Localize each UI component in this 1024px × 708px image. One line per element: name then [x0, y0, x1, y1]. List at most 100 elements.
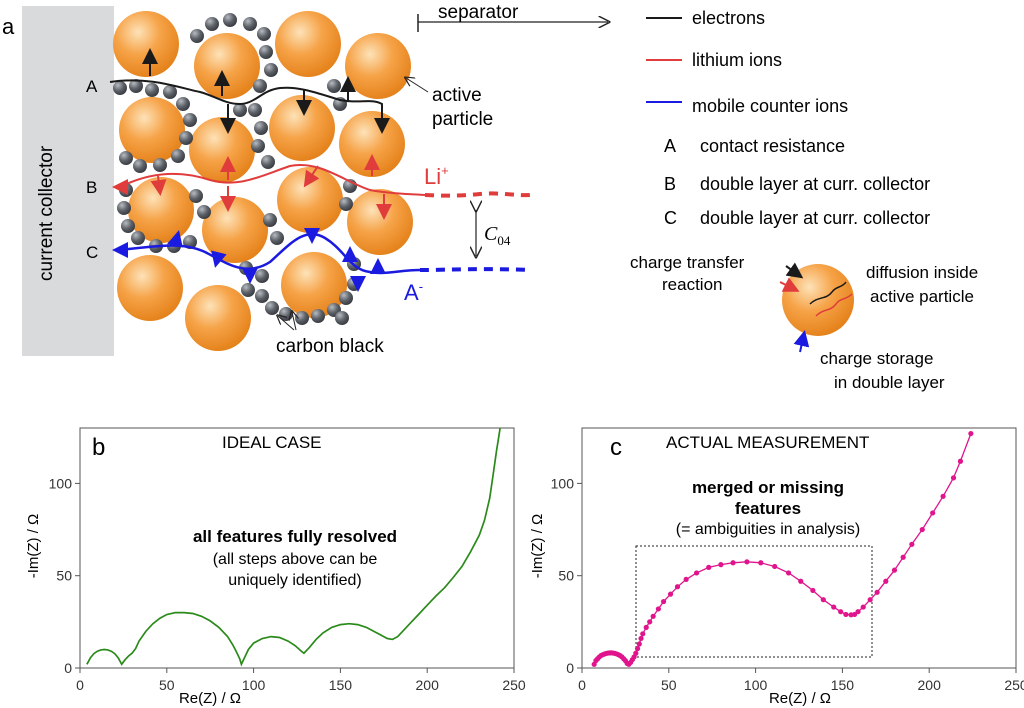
- carbon-black-label: carbon black: [276, 336, 384, 357]
- legend-double-layer-C: double layer at curr. collector: [700, 208, 930, 228]
- electron-path: [109, 48, 390, 134]
- data-point: [891, 567, 898, 573]
- x-tick-label: 200: [416, 677, 440, 693]
- y-tick-label: 50: [558, 568, 574, 584]
- annotation-bold: all features fully resolved: [193, 527, 397, 546]
- data-point: [930, 510, 936, 516]
- data-point: [860, 604, 866, 610]
- data-point: [730, 560, 736, 566]
- data-point: [843, 611, 849, 618]
- x-tick-label: 250: [502, 677, 526, 693]
- series-points: [591, 430, 974, 667]
- data-point: [636, 641, 642, 647]
- active-particle: [347, 189, 413, 255]
- y-tick-label: 50: [56, 568, 72, 584]
- diffusion-label-2: active particle: [870, 287, 974, 306]
- chart-actual-measurement: c ACTUAL MEASUREMENT merged or missing f…: [529, 427, 1024, 707]
- annotation-line-2: (all steps above can be: [213, 551, 378, 568]
- data-point: [660, 598, 667, 605]
- active-particle: [277, 167, 343, 233]
- chart-title: IDEAL CASE: [222, 433, 322, 452]
- charge-transfer-electron-arrow: [785, 262, 804, 279]
- inset-ion-diffusion: [815, 293, 853, 317]
- annotation-bold-2: features: [735, 499, 801, 518]
- x-tick-label: 50: [661, 677, 677, 693]
- panel-letter-b: b: [92, 434, 105, 461]
- data-point: [683, 576, 689, 582]
- counter-ion-path: [112, 228, 531, 292]
- inset-electron-diffusion: [809, 281, 847, 305]
- chart-ideal-case: b IDEAL CASE all features fully resolved…: [25, 427, 526, 707]
- data-point: [744, 559, 750, 565]
- data-point: [706, 564, 712, 570]
- anion-label: A-: [404, 279, 423, 305]
- data-point: [838, 609, 844, 615]
- data-point: [874, 589, 880, 595]
- series-line: [86, 427, 501, 667]
- label-A: A: [86, 77, 98, 96]
- data-point: [909, 541, 915, 547]
- active-particle: [269, 95, 335, 161]
- data-point: [633, 650, 639, 656]
- plot-frame: [79, 427, 515, 669]
- y-axis-label: -Im(Z) / Ω: [25, 514, 42, 579]
- charge-transfer-ion-arrow: [779, 277, 800, 292]
- data-point: [674, 584, 681, 590]
- label-C: C: [86, 243, 98, 262]
- y-tick-label: 0: [566, 660, 574, 676]
- active-particle: [185, 285, 251, 351]
- data-point: [968, 430, 974, 437]
- x-tick-label: 150: [831, 677, 855, 693]
- data-point: [798, 578, 804, 584]
- active-particle: [119, 97, 185, 163]
- y-axis-label: -Im(Z) / Ω: [529, 514, 546, 579]
- current-collector: [22, 6, 114, 356]
- data-point: [667, 591, 674, 597]
- active-particle-label-2: particle: [432, 109, 493, 130]
- x-tick-label: 200: [918, 677, 942, 693]
- legend-contact-resistance: contact resistance: [700, 136, 845, 156]
- data-point: [831, 604, 837, 610]
- legend-letter-A: A: [664, 136, 676, 156]
- inset-particle-diagram: charge transfer reaction diffusion insid…: [630, 253, 978, 392]
- data-point: [900, 554, 906, 560]
- y-tick-label: 0: [64, 660, 72, 676]
- x-tick-label: 150: [329, 677, 353, 693]
- legend-electrons: electrons: [692, 8, 765, 28]
- y-tick-label: 100: [551, 475, 575, 491]
- x-tick-label: 0: [578, 677, 586, 693]
- data-point: [919, 526, 925, 533]
- charge-transfer-label-2: reaction: [662, 275, 722, 294]
- storage-label-2: in double layer: [834, 373, 945, 392]
- data-point: [638, 635, 644, 642]
- double-layer-arrow: [793, 330, 810, 353]
- data-point: [940, 493, 946, 499]
- x-axis-label: Re(Z) / Ω: [179, 690, 241, 707]
- data-point: [718, 562, 724, 568]
- data-point: [647, 619, 653, 625]
- active-particle: [281, 252, 347, 318]
- active-particle-pointer: [406, 78, 429, 93]
- annotation-bold-1: merged or missing: [692, 478, 844, 497]
- active-particle: [194, 33, 260, 99]
- active-particle: [345, 33, 411, 99]
- data-point: [640, 631, 646, 637]
- capacitance-label: C04: [484, 223, 511, 248]
- data-point: [810, 587, 816, 594]
- x-tick-label: 50: [159, 677, 175, 693]
- data-point: [957, 458, 964, 464]
- data-point: [820, 597, 826, 603]
- carbon-black-pointer-1: [278, 316, 295, 331]
- legend-double-layer-B: double layer at curr. collector: [700, 174, 930, 194]
- panel-letter-c: c: [610, 434, 622, 461]
- series-line: [593, 433, 972, 666]
- active-particle: [113, 11, 179, 77]
- data-point: [855, 609, 861, 615]
- data-point: [758, 560, 764, 566]
- li-ion-label: Li+: [424, 163, 449, 189]
- data-point: [693, 570, 700, 576]
- annotation-line-3: (= ambiguities in analysis): [676, 521, 861, 538]
- charge-transfer-label-1: charge transfer: [630, 253, 745, 272]
- panel-letter-a: a: [2, 14, 15, 39]
